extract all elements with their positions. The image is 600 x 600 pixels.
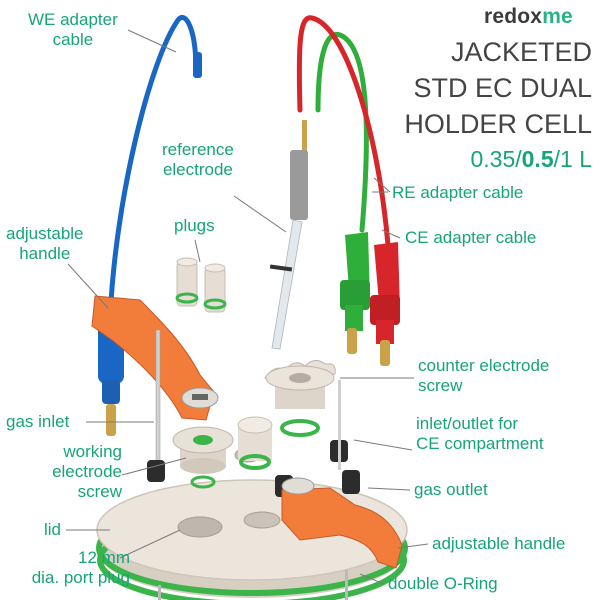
label-line: handle	[19, 244, 71, 263]
label-counter-electrode-screw: counter electrode screw	[418, 356, 549, 396]
label-line: CE adapter cable	[405, 228, 537, 247]
label-lid: lid	[44, 520, 61, 540]
label-adjustable-handle-left: adjustable handle	[6, 224, 84, 264]
working-electrode-screw	[172, 426, 234, 489]
label-line: adjustable handle	[432, 534, 566, 553]
title-line: HOLDER CELL	[404, 109, 592, 139]
capacity-a: 0.35/	[470, 146, 522, 172]
title-line: JACKETED	[450, 37, 592, 67]
reference-electrode	[269, 120, 308, 350]
label-line: CE compartment	[416, 434, 544, 453]
label-line: inlet/outlet for	[416, 414, 519, 433]
label-we-adapter-cable: WE adapter cable	[28, 10, 118, 50]
label-line: lid	[44, 520, 62, 539]
label-line: cable	[52, 30, 94, 49]
plugs	[175, 257, 227, 313]
label-line: electrode	[52, 462, 122, 481]
label-double-oring: double O-Ring	[388, 574, 498, 594]
brand-part-1: redox	[484, 5, 543, 28]
label-plugs: plugs	[174, 216, 215, 236]
ce-adapter-cable	[315, 32, 370, 354]
counter-electrode-screw	[263, 360, 336, 437]
port-plug-hole	[177, 516, 223, 538]
label-reference-electrode: reference electrode	[162, 140, 234, 180]
label-line: RE adapter cable	[392, 183, 524, 202]
label-line: dia. port plug	[31, 568, 130, 587]
gas-inlet-rod	[155, 329, 161, 471]
label-working-electrode-screw: working electrode screw	[6, 442, 122, 502]
adjustable-handle-right	[281, 477, 403, 569]
label-line: plugs	[174, 216, 215, 235]
ce-rod	[338, 380, 341, 470]
capacity-c: /1 L	[553, 146, 592, 172]
label-line: 12 mm	[78, 548, 130, 567]
label-line: screw	[418, 376, 463, 395]
label-ce-adapter-cable: CE adapter cable	[405, 228, 536, 248]
page-title: JACKETED STD EC DUAL HOLDER CELL	[404, 34, 592, 142]
label-line: working	[63, 442, 122, 461]
label-line: gas inlet	[6, 412, 70, 431]
label-line: adjustable	[6, 224, 84, 243]
lid-plug	[237, 416, 273, 470]
capacity-b: 0.5	[521, 146, 554, 172]
label-port-plug: 12 mm dia. port plug	[2, 548, 130, 588]
label-line: WE adapter	[28, 10, 118, 29]
brand-part-2: me	[542, 5, 573, 28]
label-line: electrode	[162, 160, 233, 179]
re-adapter-cable	[296, 15, 400, 366]
label-line: counter electrode	[418, 356, 550, 375]
capacity-options: 0.35/0.5/1 L	[470, 146, 592, 173]
leader-lines	[66, 29, 429, 585]
brand-logo: redoxme	[484, 5, 573, 29]
label-line: double O-Ring	[388, 574, 498, 593]
label-re-adapter-cable: RE adapter cable	[392, 183, 523, 203]
label-adjustable-handle-right: adjustable handle	[432, 534, 565, 554]
label-gas-inlet: gas inlet	[6, 412, 69, 432]
label-inlet-outlet-ce: inlet/outlet for CE compartment	[416, 414, 544, 454]
label-line: reference	[162, 140, 234, 159]
adjustable-handle-left	[91, 295, 219, 421]
label-line: screw	[77, 482, 122, 501]
label-line: gas outlet	[414, 480, 488, 499]
label-gas-outlet: gas outlet	[414, 480, 488, 500]
title-line: STD EC DUAL	[413, 73, 592, 103]
